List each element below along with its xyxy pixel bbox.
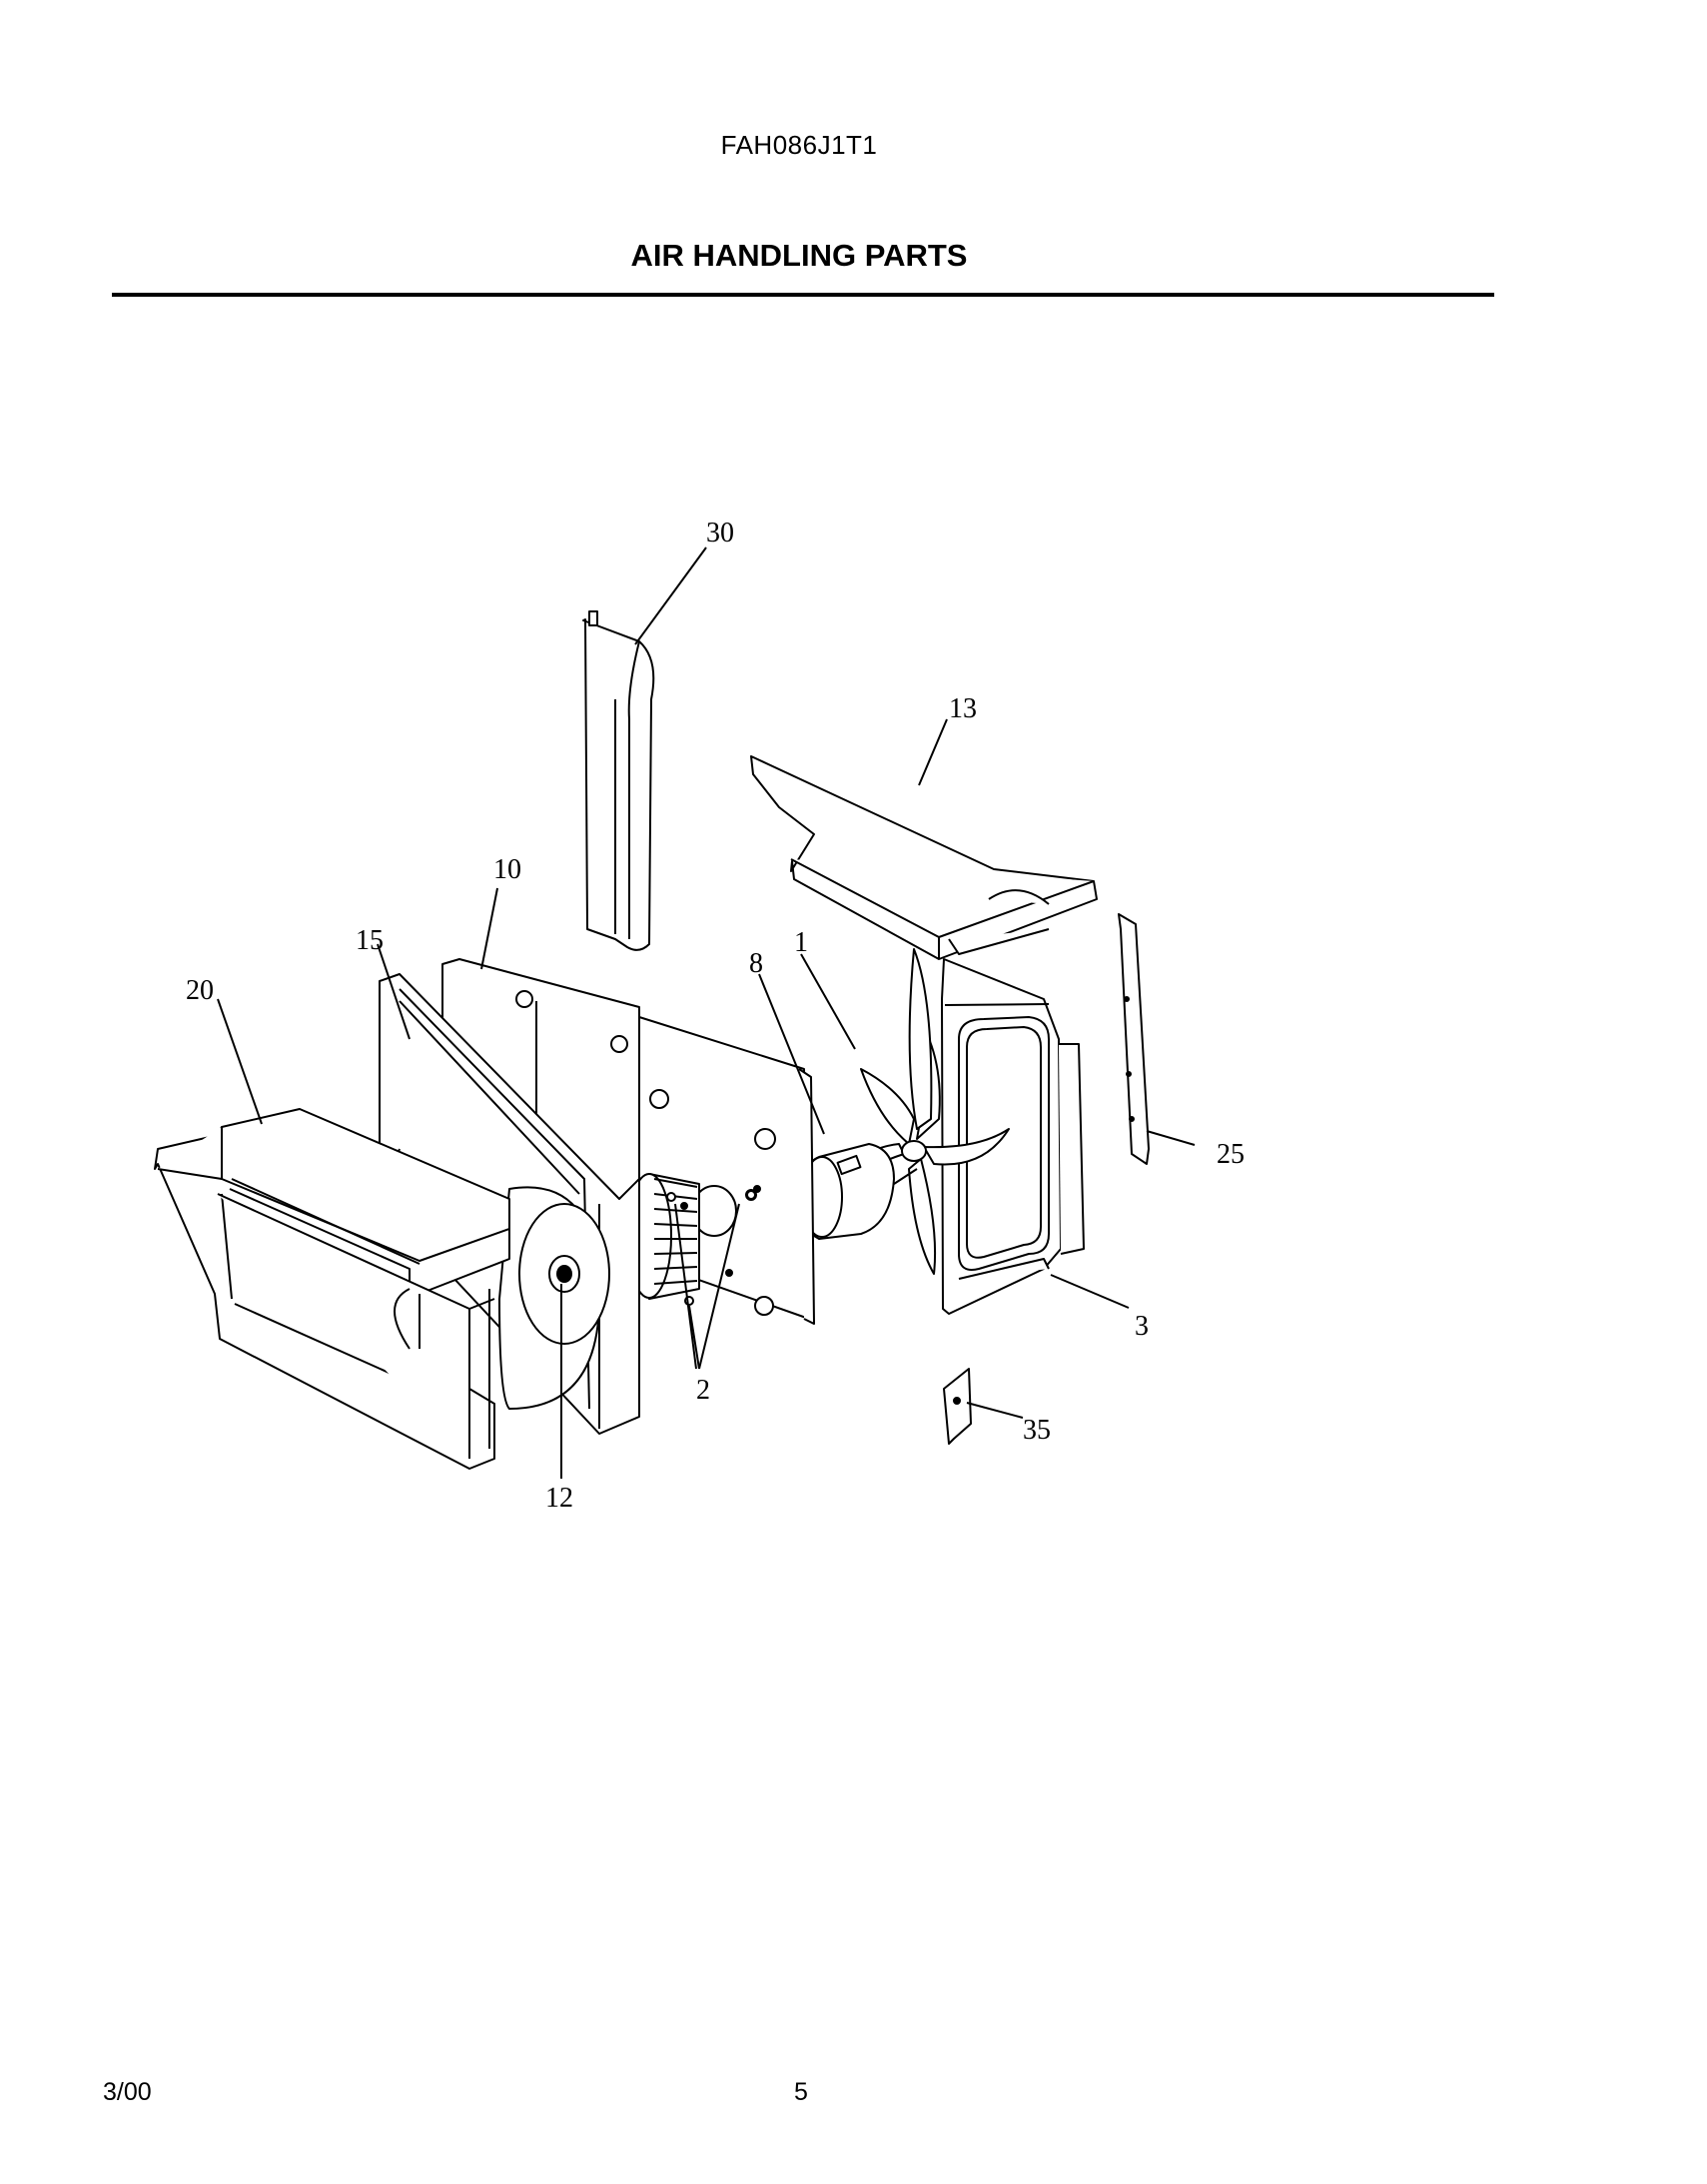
callout-13: 13: [949, 693, 977, 724]
callout-35: 35: [1023, 1415, 1051, 1446]
part-20-front-grille-frame: [155, 1109, 509, 1469]
part-25-side-strip: [1119, 914, 1149, 1164]
part-8-motor: [799, 1144, 917, 1239]
page-title: AIR HANDLING PARTS: [630, 238, 968, 273]
callout-labels: 30 13 10 15 20 8 1 25 3 2 35 12: [186, 518, 1245, 1514]
part-3-coil-frame: [942, 959, 1084, 1314]
callout-10: 10: [493, 854, 521, 885]
callout-25: 25: [1217, 1139, 1245, 1170]
leader-lines: [218, 547, 1195, 1479]
model-number: FAH086J1T1: [720, 130, 878, 160]
callout-2: 2: [696, 1375, 710, 1406]
callout-1: 1: [794, 927, 808, 958]
part-13-top-cover: [751, 756, 1097, 959]
callout-15: 15: [356, 925, 384, 956]
revision-date: 3/00: [103, 2078, 152, 2106]
callout-3: 3: [1135, 1311, 1149, 1342]
part-35-bracket: [944, 1369, 971, 1444]
callout-8: 8: [749, 948, 763, 979]
callout-12: 12: [545, 1483, 573, 1514]
page-number: 5: [794, 2078, 808, 2106]
part-30-discharge-duct: [583, 611, 653, 950]
title-rule: [112, 293, 1494, 297]
callout-30: 30: [706, 518, 734, 548]
callout-20: 20: [186, 975, 214, 1006]
